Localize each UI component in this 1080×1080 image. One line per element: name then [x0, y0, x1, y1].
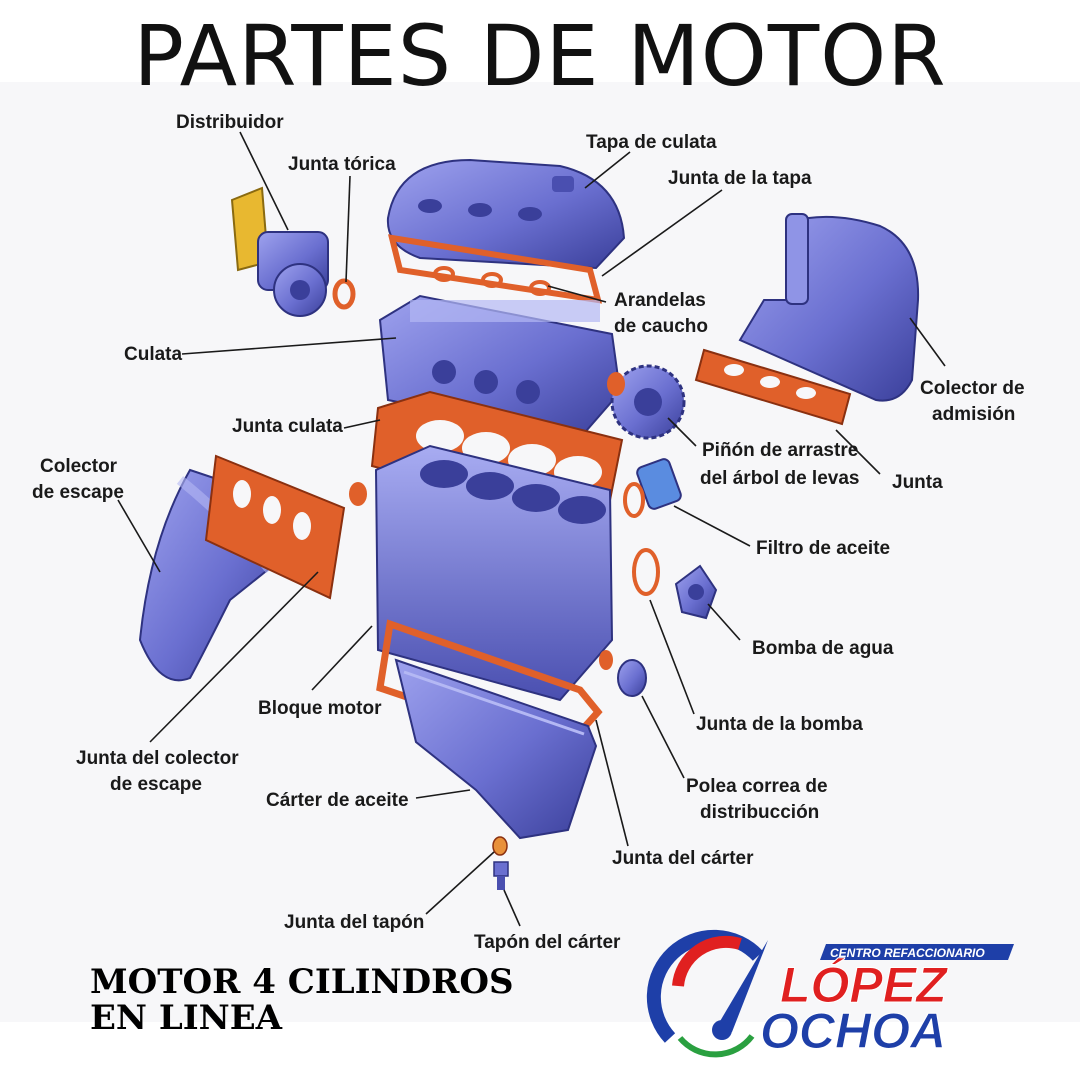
leader-lines — [117, 131, 946, 927]
o-ring-part — [332, 278, 356, 310]
label-bomba-agua: Bomba de agua — [752, 638, 894, 659]
part-labels: Distribuidor Junta tórica Tapa de culata… — [32, 112, 1025, 953]
distributor-part — [230, 186, 329, 317]
label-colector-admision-2: admisión — [932, 404, 1015, 425]
label-junta-colector-1: Junta del colector — [76, 748, 239, 769]
engine-block-part — [349, 444, 614, 702]
label-pinon-2: del árbol de levas — [700, 468, 859, 489]
label-junta-culata: Junta culata — [232, 416, 343, 437]
rubber-washers-part — [433, 266, 551, 296]
label-junta-bomba: Junta de la bomba — [696, 714, 863, 735]
plug-gasket-part — [492, 836, 508, 856]
intake-manifold-part — [738, 213, 920, 402]
label-distribuidor: Distribuidor — [176, 112, 284, 133]
engine-type-caption: MOTOR 4 CILINDROS EN LINEA — [90, 964, 514, 1036]
caption-line-2: EN LINEA — [90, 998, 283, 1038]
label-tapa-culata: Tapa de culata — [586, 132, 717, 153]
label-junta-torica: Junta tórica — [288, 154, 396, 175]
label-polea-2: distribucción — [700, 802, 819, 823]
label-culata: Culata — [124, 344, 183, 365]
label-arandelas-2: de caucho — [614, 316, 708, 337]
caption-line-1: MOTOR 4 CILINDROS — [90, 962, 514, 1002]
label-filtro-aceite: Filtro de aceite — [756, 538, 890, 559]
label-colector-admision-1: Colector de — [920, 378, 1025, 399]
label-pinon-1: Piñón de arrastre — [702, 440, 858, 461]
water-pump-part — [674, 564, 718, 620]
label-colector-escape-1: Colector — [40, 456, 118, 477]
label-arandelas-1: Arandelas — [614, 290, 706, 311]
label-junta-colector-2: de escape — [110, 774, 202, 795]
label-colector-escape-2: de escape — [32, 482, 124, 503]
label-polea-1: Polea correa de — [686, 776, 828, 797]
camshaft-gear-part — [607, 364, 686, 440]
logo-ring-red — [672, 935, 742, 987]
label-tapon-carter: Tapón del cárter — [474, 932, 621, 953]
logo-name-2: OCHOA — [760, 1003, 946, 1059]
lopez-ochoa-logo: CENTRO REFACCIONARIO LÓPEZ OCHOA — [646, 929, 1014, 1060]
gauge-needle-icon — [716, 940, 768, 1032]
oil-pan-part — [394, 658, 598, 840]
label-bloque-motor: Bloque motor — [258, 698, 382, 719]
logo-name-1: LÓPEZ — [780, 957, 949, 1013]
pump-gasket-part — [632, 548, 660, 596]
oil-filter-part — [623, 458, 682, 518]
label-junta: Junta — [892, 472, 943, 493]
label-junta-carter: Junta del cárter — [612, 848, 754, 869]
label-carter-aceite: Cárter de aceite — [266, 790, 409, 811]
logo-tagline: CENTRO REFACCIONARIO — [830, 946, 985, 960]
valve-cover-part — [386, 158, 626, 270]
drain-plug-part — [493, 861, 509, 890]
label-junta-tapon: Junta del tapón — [284, 912, 424, 933]
logo-ring-green — [677, 1034, 755, 1058]
label-junta-tapa: Junta de la tapa — [668, 168, 812, 189]
logo-tagline-bar — [820, 944, 1014, 960]
page-title: PARTES DE MOTOR — [133, 7, 947, 105]
timing-pulley-part — [599, 650, 647, 697]
